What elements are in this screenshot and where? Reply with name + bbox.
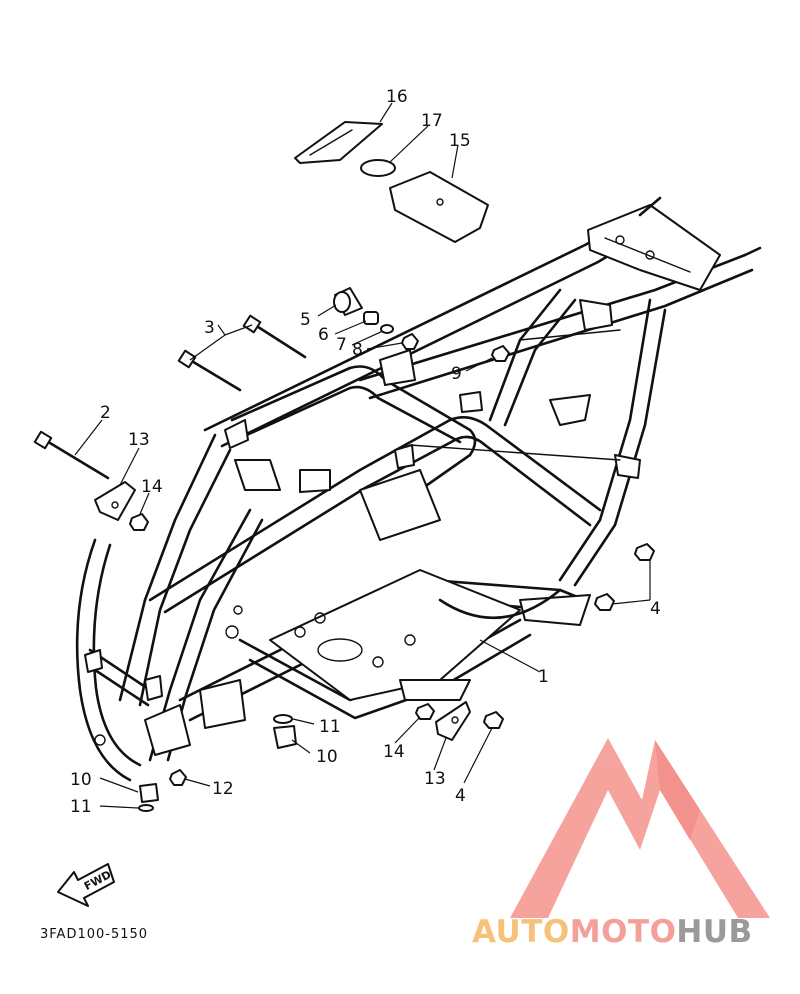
callout-10-right: 10	[316, 747, 338, 767]
callout-13-left: 13	[128, 430, 150, 450]
watermark-logo	[510, 738, 770, 918]
part-4-nut-lower	[594, 593, 615, 611]
watermark-text: AUTOMOTOHUB	[472, 914, 753, 950]
part-13-bracket-left	[94, 481, 136, 521]
part-4-nut-right	[483, 711, 504, 729]
callout-14-left: 14	[141, 477, 163, 497]
part-6-collar	[363, 311, 379, 325]
callout-15: 15	[449, 131, 471, 151]
callout-11-left: 11	[70, 797, 92, 817]
part-5-bushing	[333, 287, 363, 316]
callout-5: 5	[300, 310, 311, 330]
watermark-auto: AUTO	[472, 914, 570, 950]
part-3-bolts	[177, 314, 307, 392]
part-14-bolt-right	[415, 703, 435, 720]
part-17-seal	[360, 159, 396, 177]
callout-12: 12	[212, 779, 234, 799]
part-15-pad	[389, 171, 489, 243]
watermark-moto: MOTO	[570, 914, 677, 950]
callout-3: 3	[204, 318, 215, 338]
callout-2: 2	[100, 403, 111, 423]
callouts: 16 17 15 5 6 7 8 3 9 2 13 14 4 1 11 10 1…	[70, 87, 661, 817]
part-12-bolt	[169, 769, 187, 786]
part-11-ring-right	[273, 714, 293, 724]
part-2-bolt	[33, 430, 110, 480]
callout-4-upper: 4	[650, 599, 661, 619]
part-14-bolt-left	[129, 513, 149, 531]
part-4-nut-upper	[634, 543, 655, 561]
part-8-nut	[401, 333, 419, 350]
callout-17: 17	[421, 111, 443, 131]
main-frame	[75, 196, 762, 782]
leader-lines	[74, 102, 651, 809]
watermark-hub: HUB	[676, 914, 752, 950]
callout-14-right: 14	[383, 742, 405, 762]
part-7-washer	[380, 324, 394, 334]
callout-13-right: 13	[424, 769, 446, 789]
fwd-arrow: FWD	[57, 863, 115, 907]
callout-9: 9	[451, 364, 462, 384]
callout-11-right: 11	[319, 717, 341, 737]
callout-16: 16	[386, 87, 408, 107]
callout-7: 7	[336, 335, 347, 355]
callout-10-left: 10	[70, 770, 92, 790]
callout-6: 6	[318, 325, 329, 345]
callout-8: 8	[352, 340, 363, 360]
part-10-damper-right	[273, 725, 297, 749]
part-10-damper-left	[139, 783, 159, 803]
part-11-ring-left	[138, 804, 154, 812]
drawing-code: 3FAD100-5150	[40, 927, 148, 942]
part-16-cover	[294, 121, 383, 164]
callout-4-lower: 4	[455, 786, 466, 806]
part-9-nut	[491, 345, 510, 362]
part-13-bracket-right	[435, 701, 471, 741]
callout-1: 1	[538, 667, 549, 687]
